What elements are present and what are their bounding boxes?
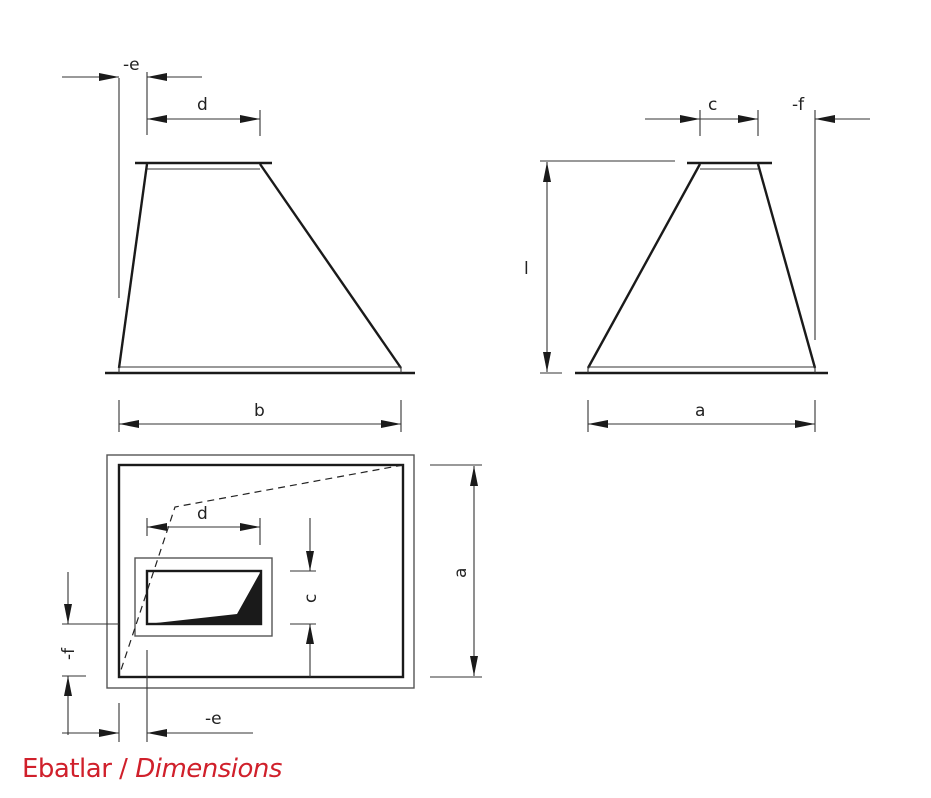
dim-label-e-top: -e [123, 55, 140, 75]
caption-title: Ebatlar / Dimensions [22, 754, 282, 784]
dim-label-f-plan: -f [59, 647, 79, 660]
caption-tr: Ebatlar [22, 754, 112, 784]
dim-label-d-plan: d [197, 504, 208, 524]
dim-label-a-top: a [695, 401, 705, 421]
dim-label-b: b [254, 401, 265, 421]
plan-view: d c a -f -e [59, 454, 482, 742]
dim-label-c-top: c [708, 95, 717, 115]
caption-en: Dimensions [135, 754, 282, 784]
dim-label-c-plan: c [301, 594, 321, 603]
dim-label-l: l [524, 259, 529, 279]
caption-separator: / [119, 754, 128, 784]
side-view-b: -e d b [62, 55, 415, 432]
dim-label-e-plan: -e [205, 709, 222, 729]
side-view-a: l c -f a [524, 95, 870, 432]
dim-label-d-top: d [197, 95, 208, 115]
dim-label-f-top: -f [792, 95, 805, 115]
dim-label-a-plan: a [451, 568, 471, 578]
